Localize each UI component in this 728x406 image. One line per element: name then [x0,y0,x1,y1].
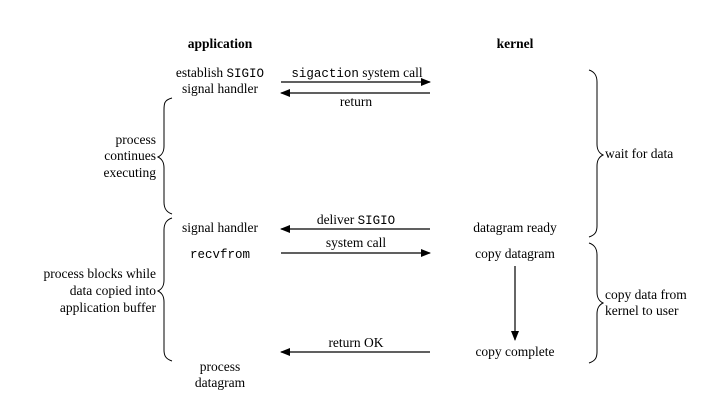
application-header: application [188,36,253,51]
return-label: return [340,94,372,109]
continues-brace [156,97,173,215]
establish-sigio-label: establish SIGIO [176,65,264,81]
copy-complete-label: copy complete [475,344,554,359]
sigaction-label: sigaction system call [291,65,423,81]
system-call-label: system call [326,235,387,250]
blocks-brace [156,217,173,362]
signal-handler-label: signal handler [182,220,259,235]
establish-signal-handler-label: signal handler [182,81,259,96]
process-label: process [200,359,241,374]
blocks-note-line1: process blocks while [44,266,156,281]
deliver-sigio-label: deliver SIGIO [317,212,395,228]
datagram-label: datagram [195,375,246,390]
recvfrom-label: recvfrom [190,248,250,262]
continues-note-line2: continues [104,148,156,163]
copy-note-line1: copy data from [605,287,687,302]
datagram-ready-label: datagram ready [473,220,557,235]
blocks-note-line3: application buffer [60,300,157,315]
continues-note-line3: executing [104,165,157,180]
wait-brace [588,69,605,238]
return-ok-label: return OK [328,335,383,350]
blocks-note-line2: data copied into [70,283,156,298]
copy-note-line2: kernel to user [605,303,679,318]
kernel-header: kernel [497,36,534,51]
wait-for-data-note: wait for data [605,146,673,161]
copy-datagram-label: copy datagram [475,246,555,261]
copy-brace [588,242,605,364]
continues-note-line1: process [116,132,157,147]
